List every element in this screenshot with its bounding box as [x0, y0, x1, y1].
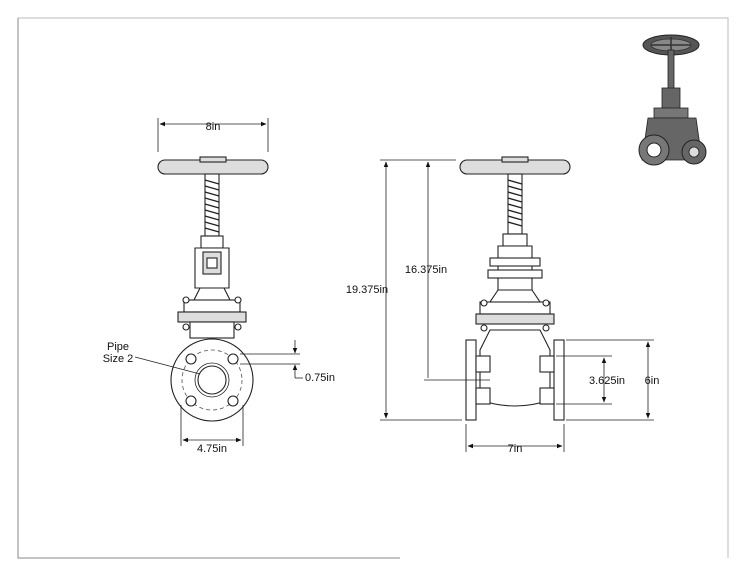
front-bore: [197, 365, 227, 395]
valve-3d-thumbnail: [638, 34, 707, 166]
dim-pipe-size-line1: Pipe: [107, 341, 129, 353]
side-view: [380, 156, 654, 452]
dim-bolt-hole: 0.75in: [305, 372, 335, 384]
dim-flange-diameter: 6in: [645, 375, 660, 387]
sheet-border-left: [17, 18, 400, 559]
dim-bolt-circle: 4.75in: [197, 443, 227, 455]
sheet-border: [18, 17, 729, 558]
dim-bore: 3.625in: [589, 375, 625, 387]
dim-overall-height: 19.375in: [346, 284, 388, 296]
dim-face-to-face: 7in: [508, 443, 523, 455]
side-flange-right: [553, 339, 565, 421]
dim-pipe-size-line2: Size 2: [103, 353, 134, 365]
front-view: [134, 118, 303, 446]
dim-handwheel-diameter: 8in: [206, 121, 221, 133]
dim-stem-height: 16.375in: [405, 264, 447, 276]
